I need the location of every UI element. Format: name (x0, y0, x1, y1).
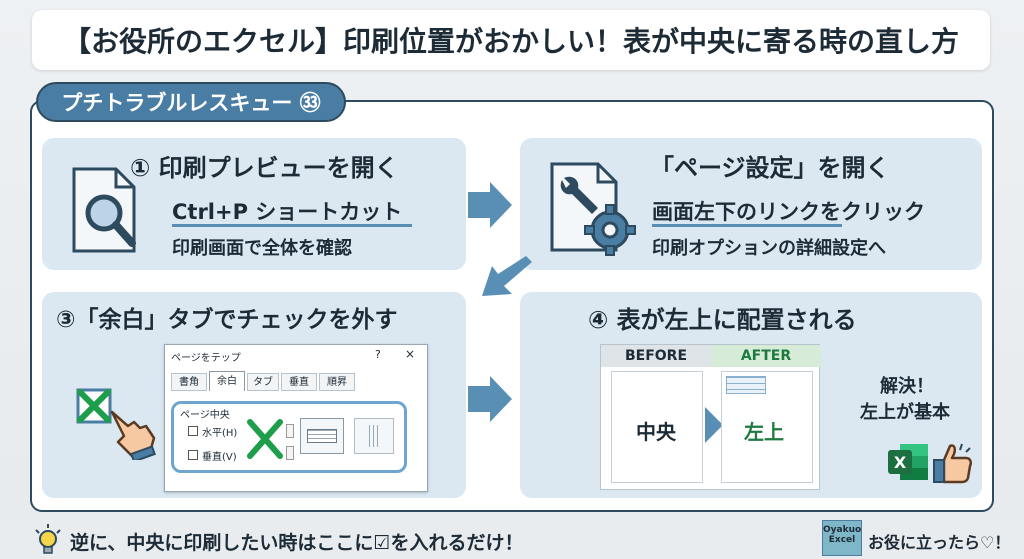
dialog-tab-0-label: 書角 (179, 377, 199, 388)
vertical-checkbox[interactable] (188, 450, 198, 460)
dialog-tab-margins[interactable]: 余白 (209, 371, 245, 391)
horizontal-label: 水平(H) (202, 428, 238, 439)
step2-line1: 画面左下のリンクをクリック (652, 200, 925, 224)
brand-logo-line1: Oyakuo (823, 525, 862, 535)
before-header: BEFORE (601, 345, 711, 367)
settings-gear-icon (550, 162, 636, 256)
page-title: 【お役所のエクセル】印刷位置がおかしい！表が中央に寄る時の直し方 (32, 10, 990, 70)
spinner-1[interactable] (286, 424, 294, 438)
before-text: 中央 (636, 420, 676, 444)
dialog-tab-4-label: 順昇 (327, 377, 347, 388)
series-tag-text: プチトラブルレスキュー ㉝ (61, 91, 321, 115)
dialog-tab-0[interactable]: 書角 (171, 373, 207, 391)
page-setup-dialog: ページをテップ ? × 書角 余白 タブ 垂直 順昇 ページ中央 水平(H) 垂… (164, 344, 428, 492)
step1-heading: ① 印刷プレビューを開く (130, 154, 399, 182)
step3-heading: ③「余白」タブでチェックを外す (56, 307, 398, 333)
unchecked-box-icon (76, 388, 112, 424)
dialog-close-button[interactable]: × (405, 347, 416, 361)
spinner-2[interactable] (286, 446, 294, 460)
step1-line2: 印刷画面で全体を確認 (172, 238, 352, 259)
group-label: ページ中央 (180, 410, 230, 421)
arrow-right-icon (468, 376, 512, 422)
arrow-down-left-icon (482, 256, 532, 296)
dialog-help-button[interactable]: ? (375, 348, 381, 361)
chevron-right-icon (705, 407, 723, 443)
footer-cta: お役に立ったら♡！ (868, 533, 1011, 552)
footer-tip: 逆に、中央に印刷したい時はここに☑を入れるだけ！ (70, 532, 524, 554)
before-label: BEFORE (624, 348, 688, 364)
step2-heading: 「ページ設定」を開く (650, 154, 890, 182)
step1-line1: Ctrl+P ショートカット (172, 200, 403, 224)
series-tag: プチトラブルレスキュー ㉝ (36, 82, 346, 122)
dialog-tab-2[interactable]: タブ (247, 373, 279, 391)
step4-heading: ④ 表が左上に配置される (588, 306, 857, 334)
before-page: 中央 (611, 371, 703, 483)
result-line2: 左上が基本 (860, 402, 950, 423)
mini-table (726, 376, 766, 394)
preview-horizontal (300, 418, 344, 454)
uncheck-x-icon (247, 419, 283, 459)
excel-logo-icon: X (888, 444, 928, 480)
step1-underline (172, 224, 412, 227)
lightbulb-icon (35, 524, 61, 554)
result-line1: 解決！ (880, 376, 934, 397)
dialog-title: ページをテップ (171, 353, 241, 364)
after-header: AFTER (711, 345, 821, 367)
after-page: 左上 (721, 371, 813, 483)
page-title-text: 【お役所のエクセル】印刷位置がおかしい！表が中央に寄る時の直し方 (62, 25, 959, 58)
dialog-tab-3-label: 垂直 (289, 377, 309, 388)
dialog-tab-3[interactable]: 垂直 (281, 373, 317, 391)
brand-logo: Oyakuo Excel (822, 520, 862, 556)
document-search-icon (72, 167, 136, 253)
before-after-panel: BEFORE AFTER 中央 左上 (600, 344, 821, 490)
horizontal-checkbox[interactable] (188, 426, 198, 436)
svg-text:X: X (894, 453, 907, 472)
pointing-hand-icon (110, 410, 156, 460)
brand-logo-line2: Excel (828, 535, 856, 545)
step2-line2: 印刷オプションの詳細設定へ (652, 238, 886, 259)
preview-vertical (354, 418, 394, 454)
dialog-tab-margins-label: 余白 (217, 376, 237, 387)
after-text: 左上 (744, 420, 784, 444)
dialog-tab-4[interactable]: 順昇 (319, 373, 355, 391)
center-on-page-group: ページ中央 水平(H) 垂直(V) (171, 401, 407, 473)
step2-underline (652, 224, 842, 227)
vertical-label: 垂直(V) (202, 452, 237, 463)
dialog-tab-2-label: タブ (253, 377, 273, 388)
thumbs-up-icon (933, 443, 973, 484)
arrow-right-icon (468, 182, 512, 228)
after-label: AFTER (740, 348, 792, 364)
